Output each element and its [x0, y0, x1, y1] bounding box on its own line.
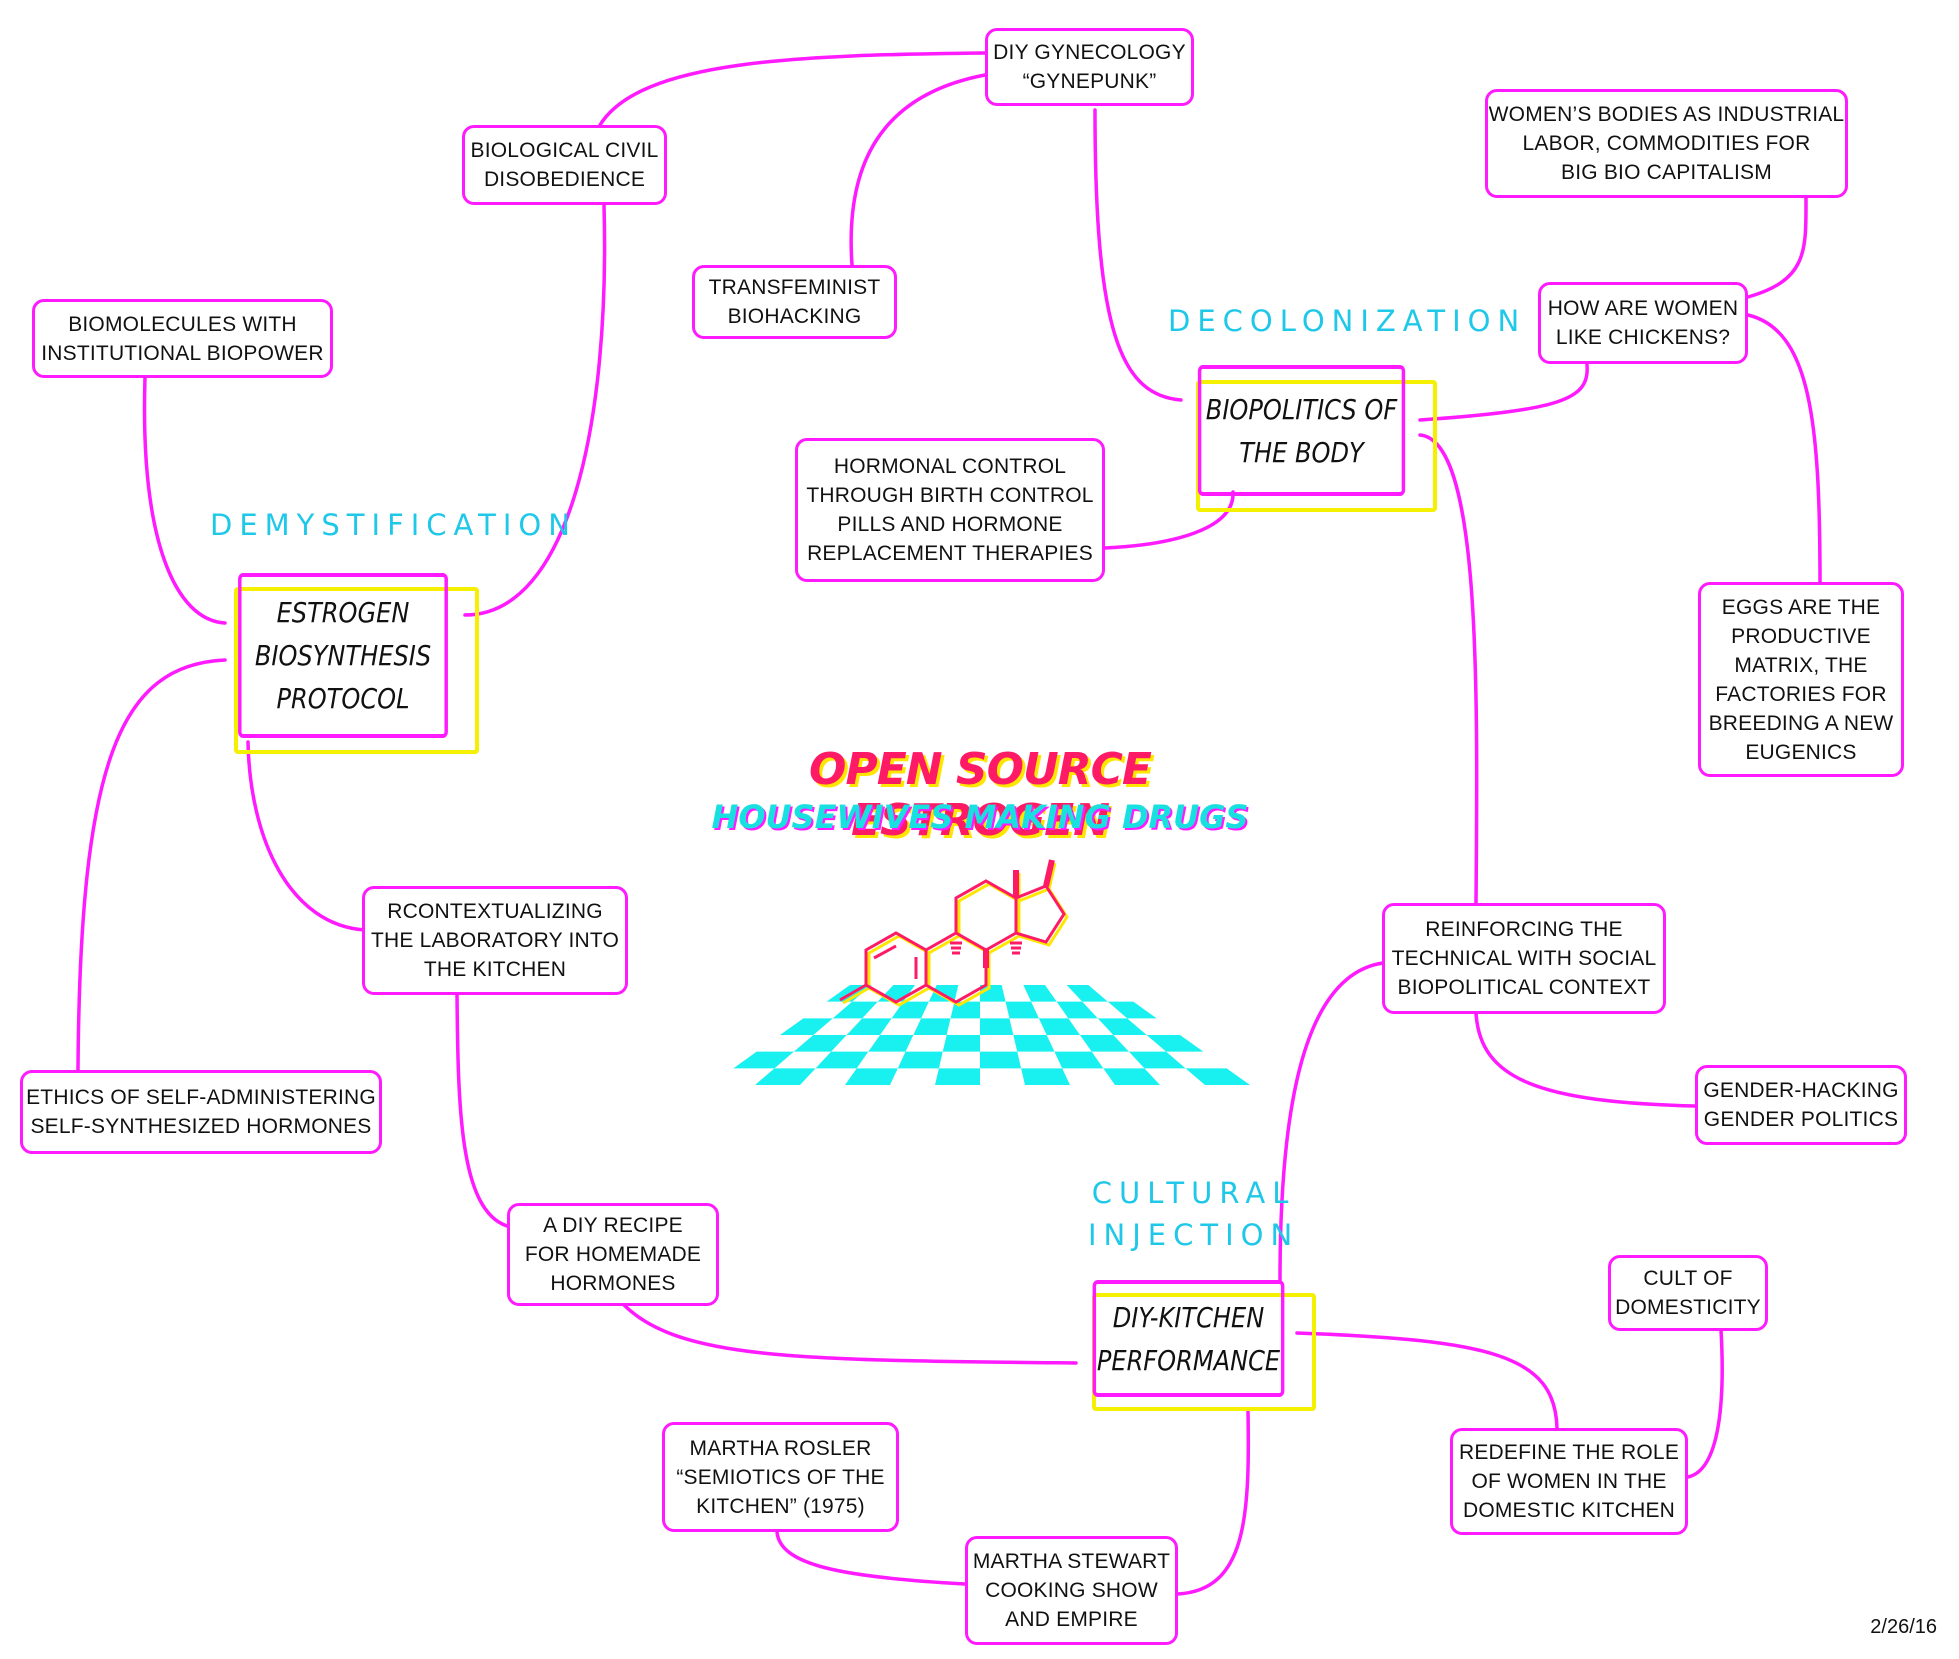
checker-tile: [1013, 1035, 1055, 1052]
checkerboard-floor: [733, 985, 1250, 1085]
checker-tile: [891, 1001, 929, 1019]
hub-estrogen-shadow: [234, 587, 479, 754]
checker-tile: [935, 1068, 980, 1085]
checker-tile: [1080, 1035, 1129, 1052]
checker-tile: [780, 1018, 833, 1035]
page-title: OPEN SOURCE ESTROGEN: [809, 744, 1152, 846]
node-hormonal-control: HORMONAL CONTROL THROUGH BIRTH CONTROL P…: [795, 438, 1105, 582]
node-biological-civil-disobedience: BIOLOGICAL CIVIL DISOBEDIENCE: [462, 125, 667, 205]
link-cult-redefine: [1686, 1328, 1724, 1479]
checker-tile: [832, 1001, 878, 1019]
node-chickens: HOW ARE WOMEN LIKE CHICKENS?: [1538, 282, 1748, 364]
node-gender-hacking: GENDER-HACKING GENDER POLITICS: [1695, 1065, 1907, 1145]
node-biomolecules: BIOMOLECULES WITH INSTITUTIONAL BIOPOWER: [32, 299, 333, 378]
link-biopolitics-hormonal: [1103, 490, 1235, 550]
checker-tile: [913, 1018, 951, 1035]
node-transfeminist-biohacking: TRANSFEMINIST BIOHACKING: [692, 265, 897, 339]
checker-tile: [815, 1051, 869, 1069]
link-gynepunk-biopolitics: [1093, 108, 1183, 402]
node-martha-rosler: MARTHA ROSLER “SEMIOTICS OF THE KITCHEN”…: [662, 1422, 899, 1532]
checker-tile: [733, 1051, 794, 1069]
checker-tile: [1054, 1051, 1104, 1069]
checker-tile: [897, 1051, 943, 1069]
node-womens-bodies: WOMEN’S BODIES AS INDUSTRIAL LABOR, COMM…: [1485, 89, 1848, 198]
checker-tile: [793, 1035, 847, 1052]
date-stamp: 2/26/16: [1870, 1616, 1937, 1638]
checker-tile: [980, 1051, 1022, 1069]
checker-tile: [845, 1068, 898, 1085]
theme-decolonization: DECOLONIZATION: [1168, 304, 1527, 338]
checker-tile: [1038, 1018, 1080, 1035]
node-ethics: ETHICS OF SELF-ADMINISTERING SELF-SYNTHE…: [20, 1070, 382, 1154]
page-subtitle: HOUSEWIVES MAKING DRUGS: [711, 798, 1249, 836]
link-reinforcing-gender: [1474, 1011, 1697, 1108]
link-estrogen-ethics: [76, 658, 227, 1072]
hub-diy-kitchen-performance: DIY-KITCHEN PERFORMANCE: [1092, 1280, 1285, 1397]
checker-tile: [1185, 1068, 1250, 1085]
checker-tile: [1023, 985, 1057, 1002]
checker-tile: [1097, 1018, 1147, 1035]
link-rosler-stewart: [775, 1530, 967, 1586]
link-biopolitics-chickens: [1418, 363, 1589, 422]
theme-cultural-injection: CULTURAL INJECTION: [1088, 1176, 1300, 1252]
checker-tile: [1107, 1001, 1157, 1019]
checker-tile: [1005, 1001, 1039, 1019]
link-estrogen-recontext: [246, 740, 367, 932]
checker-tile: [942, 1035, 980, 1052]
link-gynepunk-transfeminist: [849, 73, 987, 267]
link-biomolecules-estrogen: [142, 376, 227, 625]
link-chickens-eggs: [1746, 313, 1822, 584]
hub-estrogen-biosynthesis: ESTROGEN BIOSYNTHESIS PROTOCOL: [238, 573, 448, 738]
link-recipe-kitchen: [622, 1303, 1078, 1365]
theme-demystification: DEMYSTIFICATION: [210, 508, 577, 542]
link-kitchen-redefine: [1295, 1331, 1559, 1430]
node-reinforcing: REINFORCING THE TECHNICAL WITH SOCIAL BI…: [1382, 903, 1666, 1014]
checker-tile: [1021, 1068, 1070, 1085]
checker-tile: [1056, 1001, 1098, 1019]
checker-tile: [868, 1035, 914, 1052]
link-reinforcing-kitchen: [1278, 961, 1385, 1282]
node-eggs: EGGS ARE THE PRODUCTIVE MATRIX, THE FACT…: [1698, 582, 1904, 777]
checker-tile: [1066, 985, 1108, 1002]
node-diy-gynecology: DIY GYNECOLOGY “GYNEPUNK”: [985, 28, 1194, 106]
link-biopolitics-reinforcing: [1418, 433, 1479, 905]
link-gynepunk-civil: [598, 51, 987, 127]
node-martha-stewart: MARTHA STEWART COOKING SHOW AND EMPIRE: [965, 1536, 1178, 1645]
molecule: [839, 859, 1066, 1004]
checker-tile: [846, 1018, 892, 1035]
checker-tile: [980, 1018, 1014, 1035]
link-chickens-womensbodies: [1746, 196, 1808, 299]
checker-tile: [1146, 1035, 1204, 1052]
link-civil-estrogen: [463, 203, 607, 617]
link-recontext-recipe: [455, 991, 509, 1228]
node-recontextualizing: RCONTEXTUALIZING THE LABORATORY INTO THE…: [362, 886, 628, 995]
node-cult-of-domesticity: CULT OF DOMESTICITY: [1608, 1255, 1768, 1331]
checker-tile: [755, 1068, 816, 1085]
checker-tile: [1128, 1051, 1186, 1069]
estrogen-molecule-illustration: [733, 859, 1250, 1085]
node-diy-recipe: A DIY RECIPE FOR HOMEMADE HORMONES: [507, 1203, 719, 1306]
link-kitchen-stewart: [1176, 1410, 1251, 1596]
node-redefine-role: REDEFINE THE ROLE OF WOMEN IN THE DOMEST…: [1450, 1428, 1688, 1535]
checker-tile: [1103, 1068, 1160, 1085]
hub-biopolitics-of-the-body: BIOPOLITICS OF THE BODY: [1197, 365, 1406, 496]
